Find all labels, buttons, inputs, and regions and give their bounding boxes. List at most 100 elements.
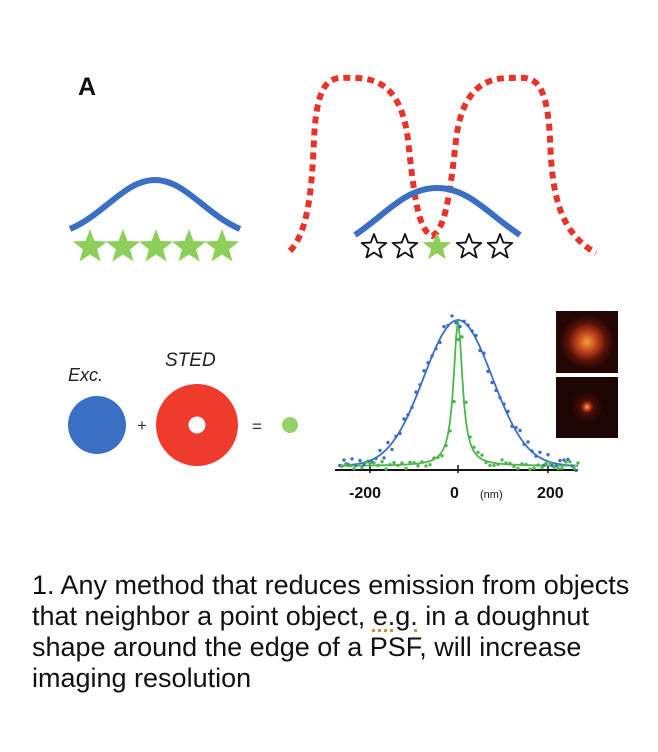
sted-psf-curve — [353, 184, 522, 238]
outline-star — [455, 233, 483, 259]
confocal-data-point — [490, 380, 494, 385]
sted-doughnut-hole — [188, 416, 206, 434]
sted-data-point — [396, 463, 400, 468]
confocal-data-point — [422, 369, 426, 373]
confocal-data-point — [494, 388, 498, 393]
confocal-data-point — [474, 333, 478, 338]
confocal-data-point — [530, 449, 534, 453]
sted-data-point — [444, 443, 448, 448]
sted-data-point — [544, 461, 548, 466]
confocal-fit-curve — [337, 319, 579, 467]
sted-spot-glow — [571, 391, 603, 423]
confocal-data-point — [486, 369, 490, 374]
sted-data-point — [476, 450, 480, 454]
sted-data-point — [352, 467, 356, 471]
sted-data-point — [404, 466, 408, 471]
sted-data-point — [416, 464, 420, 468]
confocal-data-point — [546, 453, 550, 457]
confocal-data-point — [518, 428, 522, 433]
sted-data-point — [388, 463, 392, 467]
sted-data-point — [496, 462, 500, 467]
sted-data-point — [440, 454, 444, 458]
sted-data-point — [424, 464, 428, 468]
sted-data-point — [464, 400, 468, 404]
confocal-data-point — [362, 463, 366, 467]
plus-sign: + — [137, 416, 147, 435]
caption-eg: e.g. — [372, 601, 418, 631]
sted-data-point — [508, 461, 512, 466]
sted-data-point — [428, 463, 432, 467]
sted-data-point — [348, 464, 352, 468]
confocal-data-point — [394, 434, 398, 438]
confocal-data-point — [374, 456, 378, 461]
sted-data-point — [380, 460, 384, 464]
confocal-data-point — [566, 457, 570, 461]
caption-after: in a doughnut shape around the edge of a… — [32, 601, 589, 693]
confocal-data-point — [438, 340, 442, 345]
sted-data-point — [356, 463, 360, 467]
sted-data-point — [460, 335, 464, 339]
confocal-data-point — [390, 447, 394, 452]
confocal-data-point — [410, 405, 414, 409]
panel-label: A — [78, 73, 96, 101]
confocal-data-point — [558, 458, 562, 463]
sted-data-point — [448, 429, 452, 433]
sted-data-point — [436, 455, 440, 459]
sted-depletion-curve — [287, 74, 598, 256]
confocal-data-point — [402, 417, 406, 421]
sted-data-point — [492, 463, 496, 468]
sted-data-point — [408, 460, 412, 464]
caption-before: 1. Any method that reduces emission from… — [32, 570, 630, 631]
unit-label: (nm) — [480, 489, 503, 501]
sted-data-point — [532, 466, 536, 470]
confocal-data-point — [538, 450, 542, 454]
confocal-data-point — [478, 348, 482, 353]
equals-sign: = — [252, 417, 262, 436]
confocal-data-point — [534, 454, 538, 458]
green-star — [138, 229, 174, 262]
excitation-psf-curve — [68, 176, 242, 232]
right-star-row — [360, 232, 514, 260]
sted-data-point — [552, 465, 556, 469]
green-star — [72, 229, 108, 262]
confocal-data-point — [406, 413, 410, 417]
sted-data-point — [376, 463, 380, 467]
confocal-data-point — [482, 351, 486, 355]
sted-data-point — [412, 461, 416, 465]
sted-data-point — [420, 460, 424, 464]
green-star — [422, 232, 452, 260]
confocal-data-point — [350, 457, 354, 461]
confocal-data-point — [418, 383, 422, 387]
sted-data-point — [512, 464, 516, 469]
sted-data-point — [344, 461, 348, 466]
confocal-spot-glow — [560, 315, 614, 369]
sted-data-point — [528, 467, 532, 471]
confocal-data-point — [398, 431, 402, 436]
confocal-data-point — [450, 314, 454, 318]
sted-data-point — [400, 461, 404, 465]
confocal-data-point — [522, 442, 526, 446]
confocal-data-point — [502, 402, 506, 406]
sted-data-points — [340, 335, 580, 471]
confocal-data-point — [498, 396, 502, 400]
sted-data-point — [536, 463, 540, 467]
sted-label: STED — [165, 350, 216, 371]
outline-star — [391, 233, 419, 259]
sted-data-point — [548, 461, 552, 465]
green-star — [105, 229, 141, 262]
tick-label-minus200: -200 — [349, 485, 381, 502]
green-star — [204, 229, 240, 262]
sted-data-point — [472, 445, 476, 449]
exc-label: Exc. — [68, 365, 103, 385]
left-star-row — [72, 229, 240, 262]
confocal-data-point — [358, 458, 362, 463]
outline-star — [486, 233, 514, 259]
tick-label-0: 0 — [450, 485, 459, 502]
sted-data-point — [564, 460, 568, 464]
confocal-data-point — [466, 323, 470, 327]
confocal-data-point — [570, 464, 574, 468]
sted-data-point — [456, 337, 460, 342]
confocal-data-point — [434, 346, 438, 351]
confocal-data-point — [446, 323, 450, 328]
sted-data-point — [504, 461, 508, 465]
